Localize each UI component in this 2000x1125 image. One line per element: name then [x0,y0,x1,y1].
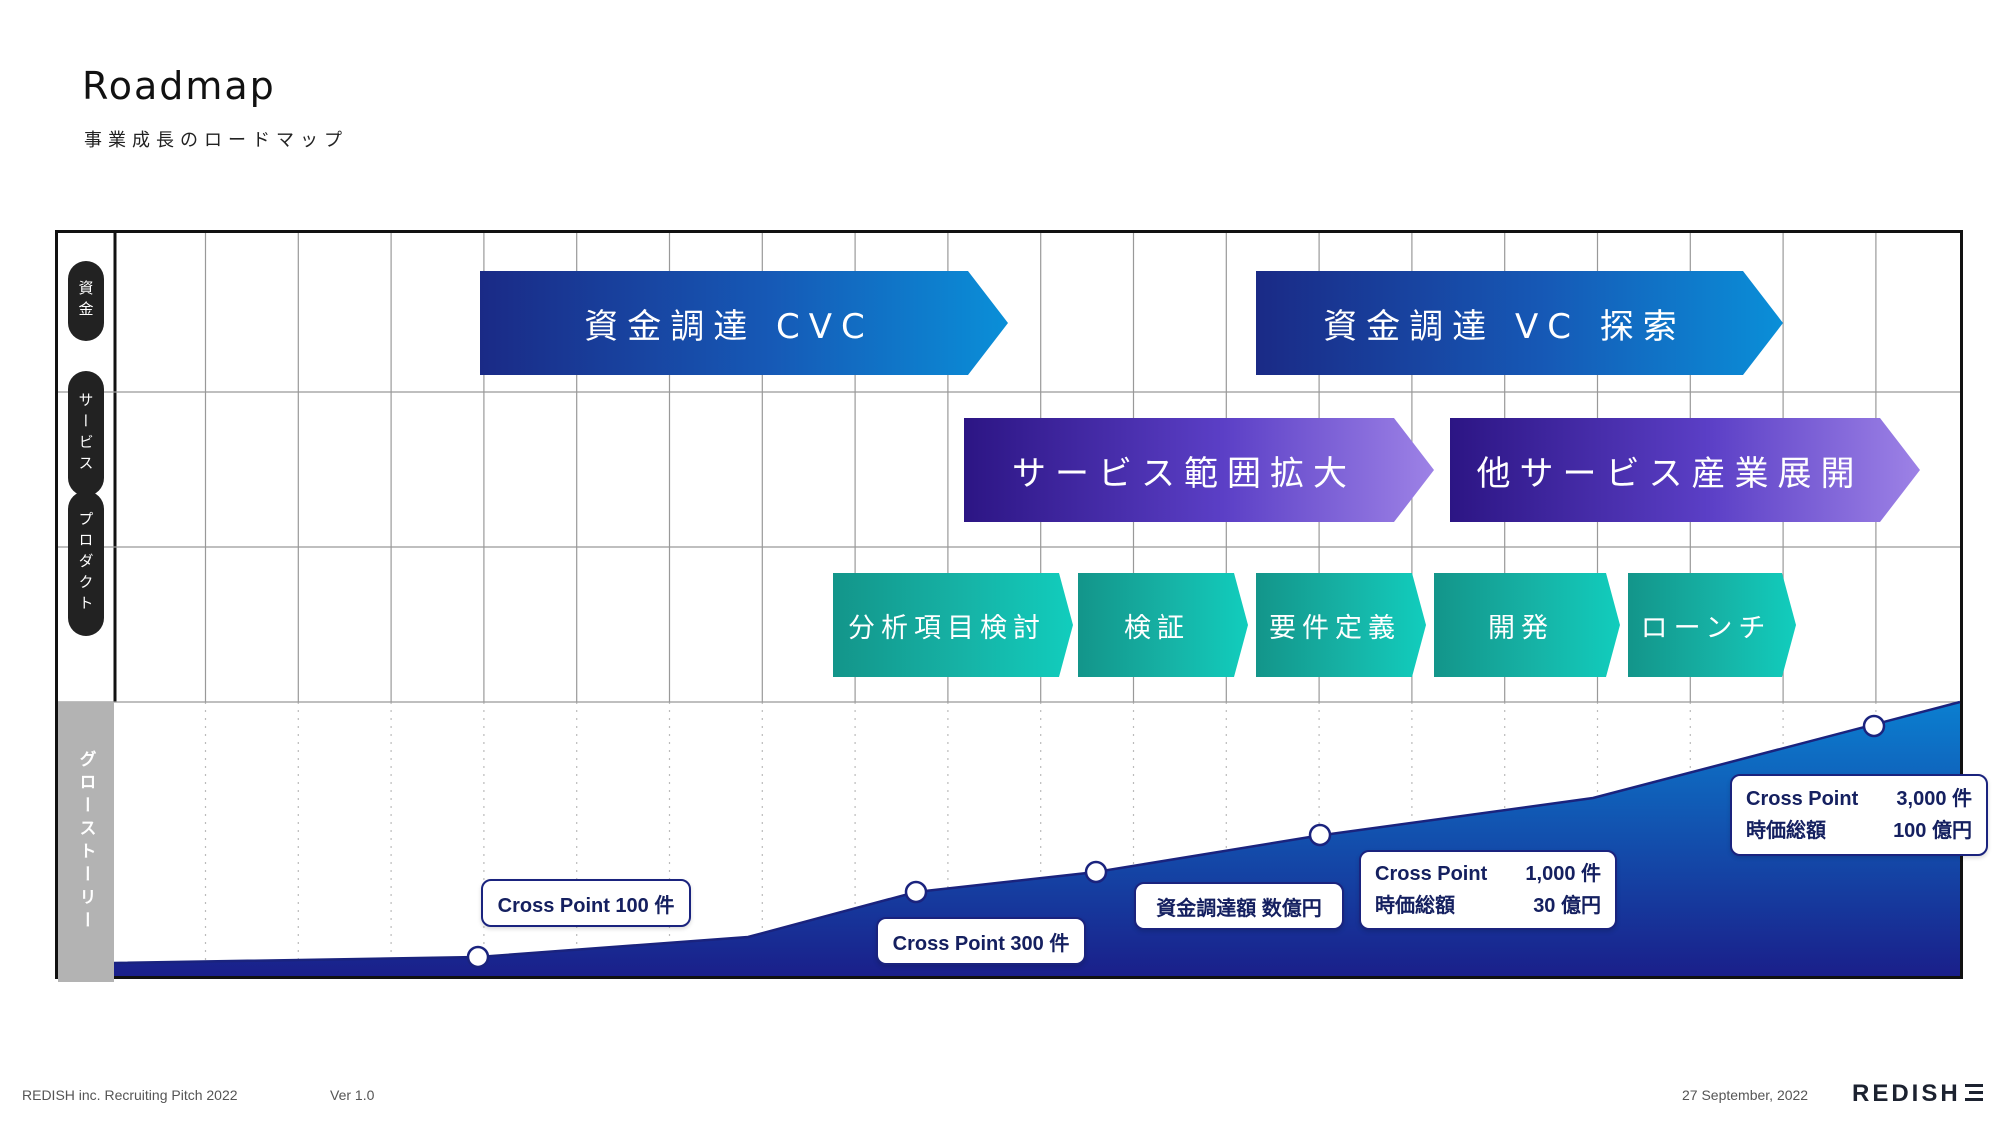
arrow-service-other: 他サービス産業展開 [1450,418,1920,522]
arrow-product-analysis: 分析項目検討 [833,573,1073,677]
row-label-product: プロダクト [68,491,104,636]
row-label-funding: 資金 [68,261,104,341]
arrow-product-launch: ローンチ [1628,573,1796,677]
roadmap-board: 資金 サービス プロダクト グローストーリー 資金調達 CVC 資金調達 VC … [55,230,1988,982]
growth-line [113,700,1961,965]
arrow-product-requirements: 要件定義 [1256,573,1426,677]
arrow-funding-cvc: 資金調達 CVC [480,271,1008,375]
page-title: Roadmap [82,64,276,108]
footer-date: 27 September, 2022 [1682,1087,1809,1103]
arrow-product-verify: 検証 [1078,573,1248,677]
callout-cp300: Cross Point 300 件 [876,917,1086,965]
callout-cp100: Cross Point 100 件 [481,879,691,927]
growth-point-100 [466,945,490,969]
arrow-product-develop: 開発 [1434,573,1620,677]
page-subtitle: 事業成長のロードマップ [84,130,348,151]
logo-mark-icon [1964,1081,1985,1109]
growth-point-1000 [1308,823,1332,847]
redish-logo: REDISH [1852,1080,1985,1109]
row-label-growth: グローストーリー [58,702,114,982]
arrow-funding-vc: 資金調達 VC 探索 [1256,271,1783,375]
arrow-service-expand: サービス範囲拡大 [964,418,1434,522]
callout-funding-amount: 資金調達額 数億円 [1134,882,1344,930]
footer-company: REDISH inc. Recruiting Pitch 2022 [22,1087,238,1103]
row-label-service: サービス [68,371,104,496]
growth-point-300 [904,880,928,904]
growth-point-3000 [1862,714,1886,738]
growth-point-funding [1084,860,1108,884]
footer-version: Ver 1.0 [330,1087,375,1103]
